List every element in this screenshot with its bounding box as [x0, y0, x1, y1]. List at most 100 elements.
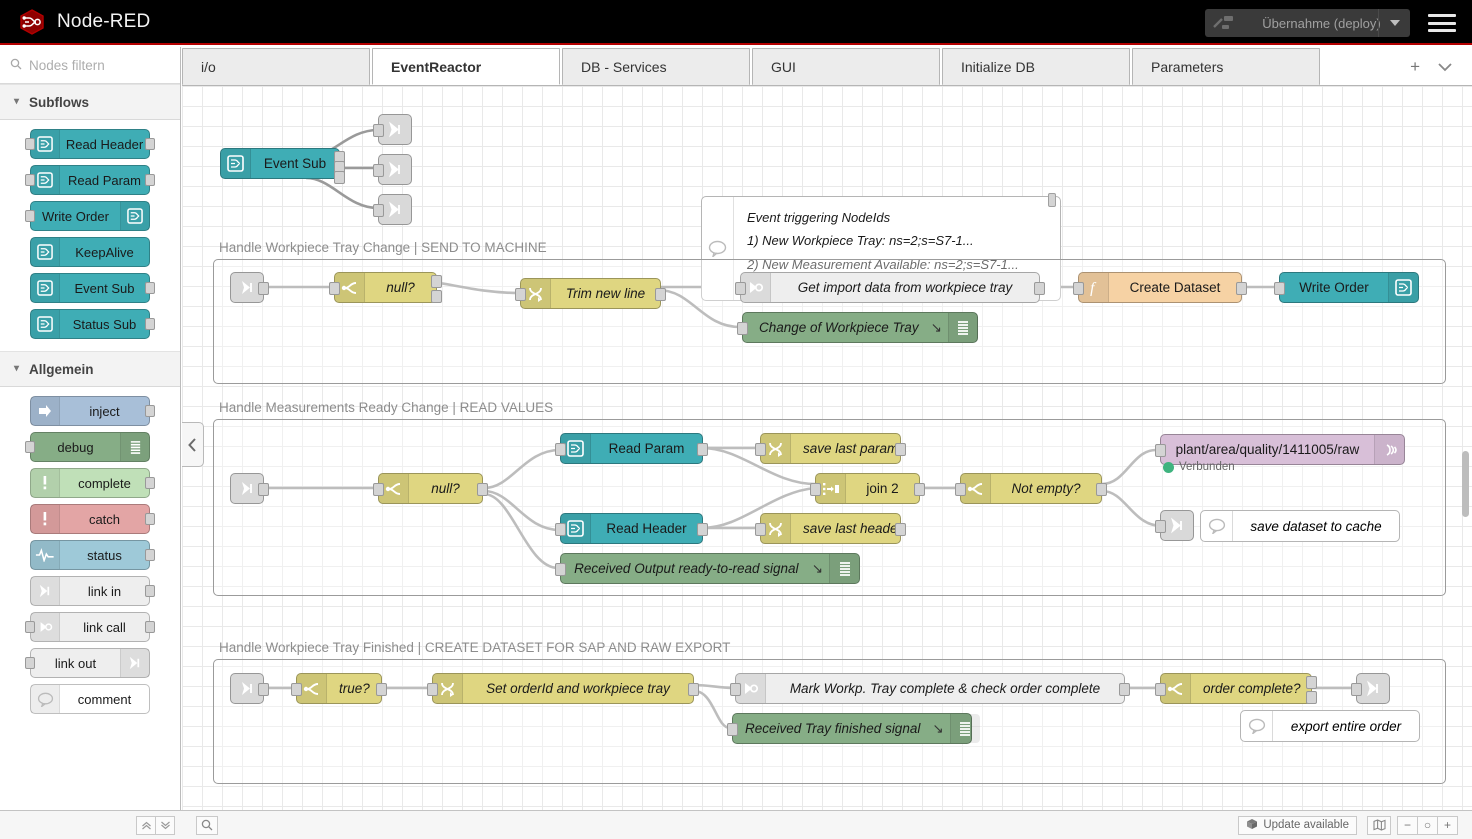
node-debug-received-tray-finished[interactable]: Received Tray finished signal ↘ [727, 713, 980, 744]
node-input-port[interactable] [727, 723, 738, 736]
node-input-port[interactable] [555, 523, 566, 536]
node-event-sub[interactable]: Event Sub [220, 148, 345, 184]
node-debug-change-of-workpiece-tray[interactable]: Change of Workpiece Tray ↘ [737, 312, 978, 343]
palette-category-subflows[interactable]: ▾Subflows [0, 84, 180, 120]
node-output-port[interactable] [1119, 683, 1130, 696]
node-output-port[interactable] [655, 288, 666, 301]
node-output-port[interactable] [688, 683, 699, 696]
node-output-port[interactable] [145, 513, 155, 525]
palette-node-status-sub[interactable]: Status Sub [30, 309, 155, 339]
node-input-port[interactable] [25, 138, 35, 150]
canvas-grid[interactable]: Event Sub [182, 86, 1472, 810]
node-link-out[interactable] [1351, 673, 1390, 704]
flow-menu-chevron-down-icon[interactable] [1438, 57, 1452, 77]
node-output-port[interactable] [1096, 483, 1107, 496]
node-link-out[interactable] [1155, 510, 1194, 541]
node-link-in[interactable] [230, 272, 269, 303]
palette-node-inject[interactable]: inject [30, 396, 155, 426]
node-output-port[interactable] [895, 523, 906, 536]
node-output-port[interactable] [1236, 282, 1247, 295]
node-output-port[interactable] [145, 585, 155, 597]
palette-node-write-order[interactable]: Write Order [25, 201, 150, 231]
node-output-port[interactable] [258, 683, 269, 696]
node-output-port[interactable] [697, 443, 708, 456]
node-output-port[interactable] [145, 621, 155, 633]
palette-node-complete[interactable]: complete [30, 468, 155, 498]
add-flow-button[interactable]: + [1410, 57, 1420, 76]
node-subflow-read-param[interactable]: Read Param [555, 433, 708, 464]
node-switch-order-complete[interactable]: order complete? [1155, 673, 1317, 704]
node-input-port[interactable] [515, 288, 526, 301]
node-output-port[interactable] [376, 683, 387, 696]
node-debug-received-output-ready[interactable]: Received Output ready-to-read signal ↘ [555, 553, 860, 584]
deploy-button[interactable]: Übernahme (deploy) [1205, 9, 1410, 37]
node-input-port[interactable] [1155, 444, 1166, 457]
node-output-port[interactable] [1306, 676, 1317, 689]
node-switch-null[interactable]: null? [329, 272, 442, 303]
node-input-port[interactable] [730, 683, 741, 696]
node-input-port[interactable] [25, 210, 35, 222]
palette-node-link-out[interactable]: link out [25, 648, 150, 678]
node-subflow-write-order[interactable]: Write Order [1274, 272, 1419, 303]
node-input-port[interactable] [1073, 282, 1084, 295]
node-output-port[interactable] [145, 174, 155, 186]
zoom-out-button[interactable]: − [1397, 815, 1418, 835]
tab-eventreactor[interactable]: EventReactor [372, 48, 560, 85]
palette-node-comment[interactable]: comment [30, 684, 150, 714]
node-link-out[interactable] [373, 154, 412, 185]
node-change-set-orderid[interactable]: Set orderId and workpiece tray [427, 673, 699, 704]
node-output-port[interactable] [145, 405, 155, 417]
node-input-port[interactable] [25, 441, 35, 453]
navigator-map-icon[interactable] [1367, 815, 1391, 835]
node-input-port[interactable] [555, 443, 566, 456]
node-input-port[interactable] [373, 204, 384, 217]
node-change-trim[interactable]: Trim new line [515, 278, 666, 309]
node-join-2[interactable]: join 2 [810, 473, 925, 504]
node-output-port[interactable] [334, 171, 345, 184]
hamburger-menu-icon[interactable] [1426, 11, 1458, 35]
palette-node-read-header[interactable]: Read Header [25, 129, 155, 159]
node-output-port[interactable] [1034, 282, 1045, 295]
node-input-port[interactable] [329, 282, 340, 295]
node-subflow-read-header[interactable]: Read Header [555, 513, 708, 544]
node-input-port[interactable] [1351, 683, 1362, 696]
node-output-port[interactable] [431, 290, 442, 303]
node-input-port[interactable] [373, 164, 384, 177]
node-input-port[interactable] [373, 124, 384, 137]
palette-node-read-param[interactable]: Read Param [25, 165, 155, 195]
node-input-port[interactable] [291, 683, 302, 696]
tab-db-services[interactable]: DB - Services [562, 48, 750, 85]
update-available-badge[interactable]: Update available [1238, 815, 1357, 835]
palette-node-event-sub[interactable]: Event Sub [30, 273, 155, 303]
node-input-port[interactable] [1155, 520, 1166, 533]
node-input-port[interactable] [755, 443, 766, 456]
node-output-port[interactable] [145, 138, 155, 150]
palette-node-status[interactable]: status [30, 540, 155, 570]
node-comment-export-entire-order[interactable]: export entire order [1240, 710, 1420, 742]
node-link-out[interactable] [373, 114, 412, 145]
palette-node-link-in[interactable]: link in [30, 576, 155, 606]
node-link-in[interactable] [230, 473, 269, 504]
node-input-port[interactable] [427, 683, 438, 696]
node-input-port[interactable] [1274, 282, 1285, 295]
palette-node-debug[interactable]: debug [25, 432, 150, 462]
collapse-all-button[interactable] [136, 815, 156, 835]
node-output-port[interactable] [145, 549, 155, 561]
node-function-create-dataset[interactable]: f Create Dataset [1073, 272, 1247, 303]
node-mqtt-out[interactable]: plant/area/quality/1411005/raw [1155, 434, 1405, 465]
flow-canvas[interactable]: Event Sub [182, 86, 1472, 810]
tab-initialize-db[interactable]: Initialize DB [942, 48, 1130, 85]
node-input-port[interactable] [737, 322, 748, 335]
node-output-port[interactable] [145, 282, 155, 294]
deploy-dropdown-caret[interactable] [1378, 9, 1410, 37]
tab-i-o[interactable]: i/o [182, 48, 370, 85]
node-input-port[interactable] [755, 523, 766, 536]
node-link-in[interactable] [230, 673, 269, 704]
tab-parameters[interactable]: Parameters [1132, 48, 1320, 85]
node-link-call-import[interactable]: Get import data from workpiece tray [735, 272, 1045, 303]
node-output-port[interactable] [477, 483, 488, 496]
node-output-port[interactable] [145, 318, 155, 330]
node-input-port[interactable] [955, 483, 966, 496]
node-change-save-last-param[interactable]: save last param [755, 433, 906, 464]
node-input-port[interactable] [25, 657, 35, 669]
